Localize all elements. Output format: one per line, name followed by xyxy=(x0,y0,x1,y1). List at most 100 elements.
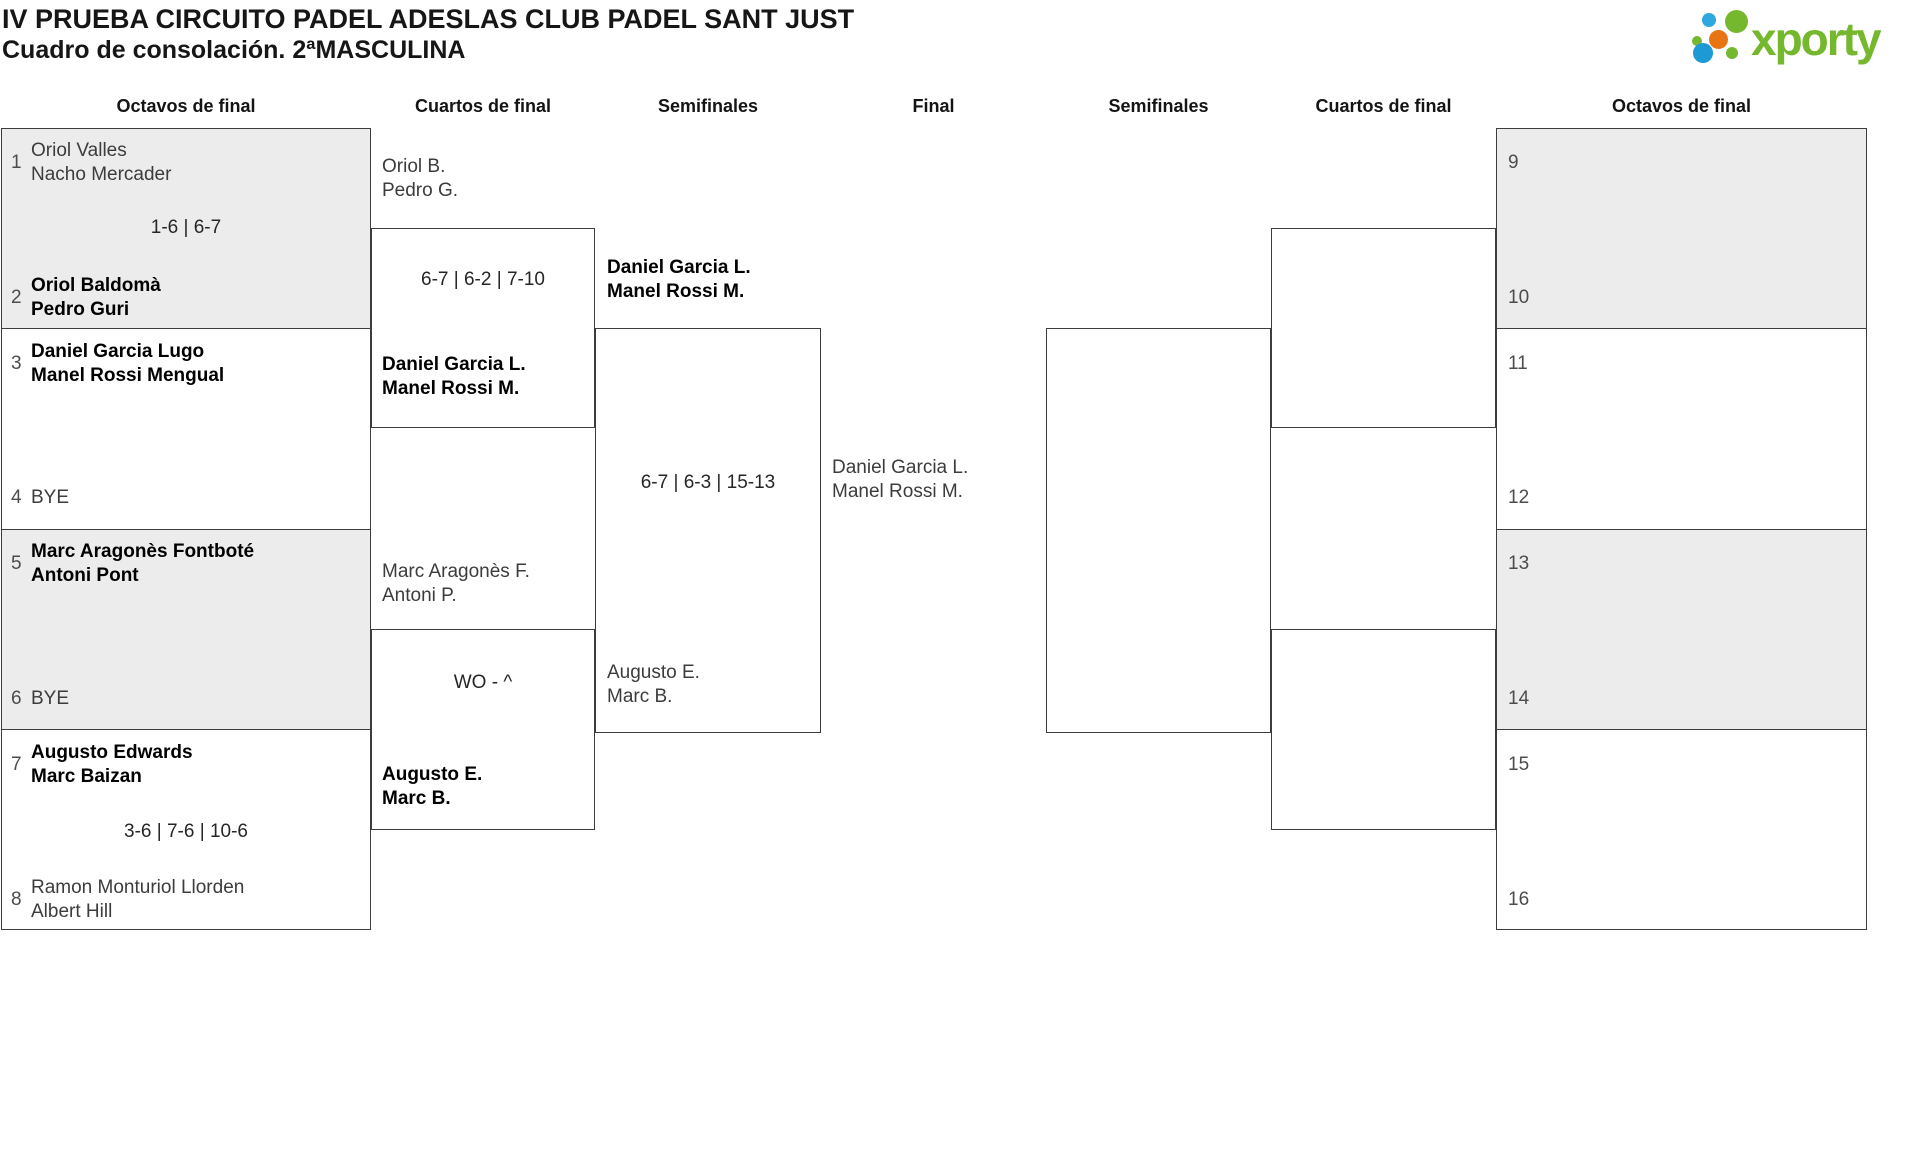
team-row-seed-2: 2 Oriol Baldomà Pedro Guri xyxy=(1,274,371,322)
final-team: Daniel Garcia L. Manel Rossi M. xyxy=(832,456,968,504)
round-label-left-octavos: Octavos de final xyxy=(116,96,256,116)
qf2-team-top: Marc Aragonès F. Antoni P. xyxy=(382,560,530,608)
seed-number: 15 xyxy=(1508,754,1530,775)
right-octavos-match-1-cell xyxy=(1497,129,1866,330)
team-row-seed-13: 13 xyxy=(1496,540,1867,588)
player-name: Daniel Garcia Lugo xyxy=(31,341,205,362)
round-label-left-semis: Semifinales xyxy=(657,96,759,116)
seed-number: 4 xyxy=(11,487,22,508)
team-names: Marc Aragonès Fontboté Antoni Pont xyxy=(31,540,254,588)
player-name: Augusto Edwards xyxy=(31,742,193,763)
team-row-seed-6: 6 BYE xyxy=(1,675,371,723)
team-names: Ramon Monturiol Llorden Albert Hill xyxy=(31,876,244,924)
team-names: Daniel Garcia Lugo Manel Rossi Mengual xyxy=(31,340,224,388)
team-row-seed-7: 7 Augusto Edwards Marc Baizan xyxy=(1,741,371,789)
player-name: Augusto E. xyxy=(382,764,483,785)
seed-number: 11 xyxy=(1508,353,1528,374)
player-name: Albert Hill xyxy=(31,901,113,922)
left-octavos-box xyxy=(1,128,371,930)
match-score: 1-6 | 6-7 xyxy=(150,217,222,238)
team-row-seed-16: 16 xyxy=(1496,876,1867,924)
match-score: 6-7 | 6-3 | 15-13 xyxy=(640,472,776,493)
player-name: Marc B. xyxy=(607,686,673,707)
right-quarterfinal-1-box xyxy=(1271,228,1496,428)
team-names: Augusto Edwards Marc Baizan xyxy=(31,741,193,789)
team-names: Oriol Valles Nacho Mercader xyxy=(31,139,171,187)
player-name: Pedro G. xyxy=(382,180,459,201)
player-name: Daniel Garcia L. xyxy=(607,257,751,278)
round-label-right-octavos: Octavos de final xyxy=(1611,96,1752,116)
player-name: Antoni Pont xyxy=(31,565,139,586)
team-row-seed-12: 12 xyxy=(1496,474,1867,522)
seed-number: 3 xyxy=(11,353,22,374)
player-name: Manel Rossi Mengual xyxy=(31,365,225,386)
player-name: Antoni P. xyxy=(382,585,457,606)
team-row-seed-8: 8 Ramon Monturiol Llorden Albert Hill xyxy=(1,876,371,924)
right-octavos-box xyxy=(1496,128,1867,930)
player-name: Manel Rossi M. xyxy=(607,281,745,302)
left-semifinal-box xyxy=(595,328,821,733)
seed-number: 7 xyxy=(11,754,22,775)
round-label-right-semis: Semifinales xyxy=(1108,96,1209,116)
player-name: BYE xyxy=(31,688,70,709)
player-name: Daniel Garcia L. xyxy=(382,354,526,375)
logo-dot-green-large-icon xyxy=(1725,10,1748,33)
seed-number: 6 xyxy=(11,688,22,709)
seed-number: 5 xyxy=(11,553,22,574)
team-row-seed-1: 1 Oriol Valles Nacho Mercader xyxy=(1,139,371,187)
team-row-seed-15: 15 xyxy=(1496,741,1867,789)
left-octavos-match-1-cell xyxy=(2,129,370,330)
player-name: Manel Rossi M. xyxy=(382,378,520,399)
player-name: Oriol Valles xyxy=(31,140,127,161)
team-row-seed-14: 14 xyxy=(1496,675,1867,723)
seed-number: 10 xyxy=(1508,287,1530,308)
right-octavos-match-3-cell xyxy=(1497,529,1866,730)
player-name: Marc Baizan xyxy=(31,766,142,787)
player-name: Nacho Mercader xyxy=(31,164,172,185)
qf1-team-bottom: Daniel Garcia L. Manel Rossi M. xyxy=(382,353,526,401)
match-score xyxy=(1,617,371,641)
seed-number: 14 xyxy=(1508,688,1530,709)
team-names: Oriol Baldomà Pedro Guri xyxy=(31,274,161,322)
logo-dot-blue-small-icon xyxy=(1702,13,1716,27)
sf-team-top: Daniel Garcia L. Manel Rossi M. xyxy=(607,256,751,304)
match-score: 3-6 | 7-6 | 10-6 xyxy=(124,821,248,842)
logo-dot-blue-large-icon xyxy=(1693,43,1713,63)
page-title: IV PRUEBA CIRCUITO PADEL ADESLAS CLUB PA… xyxy=(2,4,855,34)
team-names: BYE xyxy=(31,687,69,711)
team-row-seed-9: 9 xyxy=(1496,139,1867,187)
qf2-team-bottom: Augusto E. Marc B. xyxy=(382,763,482,811)
round-label-left-cuartos: Cuartos de final xyxy=(414,96,552,116)
team-row-seed-11: 11 xyxy=(1496,340,1867,388)
logo-wordmark: xporty xyxy=(1751,13,1882,65)
seed-number: 9 xyxy=(1508,152,1519,173)
left-quarterfinal-1-box xyxy=(371,228,595,428)
round-label-right-cuartos: Cuartos de final xyxy=(1315,96,1452,116)
qf1-team-top: Oriol B. Pedro G. xyxy=(382,155,458,203)
xporty-logo[interactable]: xporty xyxy=(1688,4,1916,76)
seed-number: 8 xyxy=(11,889,22,910)
player-name: Oriol B. xyxy=(382,156,446,177)
player-name: BYE xyxy=(31,487,70,508)
right-semifinal-box xyxy=(1046,328,1271,733)
player-name: Oriol Baldomà xyxy=(31,275,161,296)
seed-number: 2 xyxy=(11,287,22,308)
right-octavos-match-2-cell xyxy=(1497,329,1866,530)
player-name: Ramon Monturiol Llorden xyxy=(31,877,245,898)
match-score: 6-7 | 6-2 | 7-10 xyxy=(421,269,545,290)
logo-dot-orange-icon xyxy=(1709,30,1728,49)
seed-number: 12 xyxy=(1508,487,1530,508)
left-octavos-match-3-cell xyxy=(2,529,370,730)
round-label-final: Final xyxy=(912,96,955,116)
seed-number: 16 xyxy=(1508,889,1530,910)
left-quarterfinal-2-box xyxy=(371,629,595,830)
page-subtitle: Cuadro de consolación. 2ªMASCULINA xyxy=(2,36,466,64)
player-name: Pedro Guri xyxy=(31,299,130,320)
sf-team-bottom: Augusto E. Marc B. xyxy=(607,661,700,709)
left-octavos-match-2-cell xyxy=(2,329,370,530)
match-score: WO - ^ xyxy=(453,672,513,693)
team-row-seed-4: 4 BYE xyxy=(1,474,371,522)
team-names: BYE xyxy=(31,486,69,510)
team-row-seed-5: 5 Marc Aragonès Fontboté Antoni Pont xyxy=(1,540,371,588)
